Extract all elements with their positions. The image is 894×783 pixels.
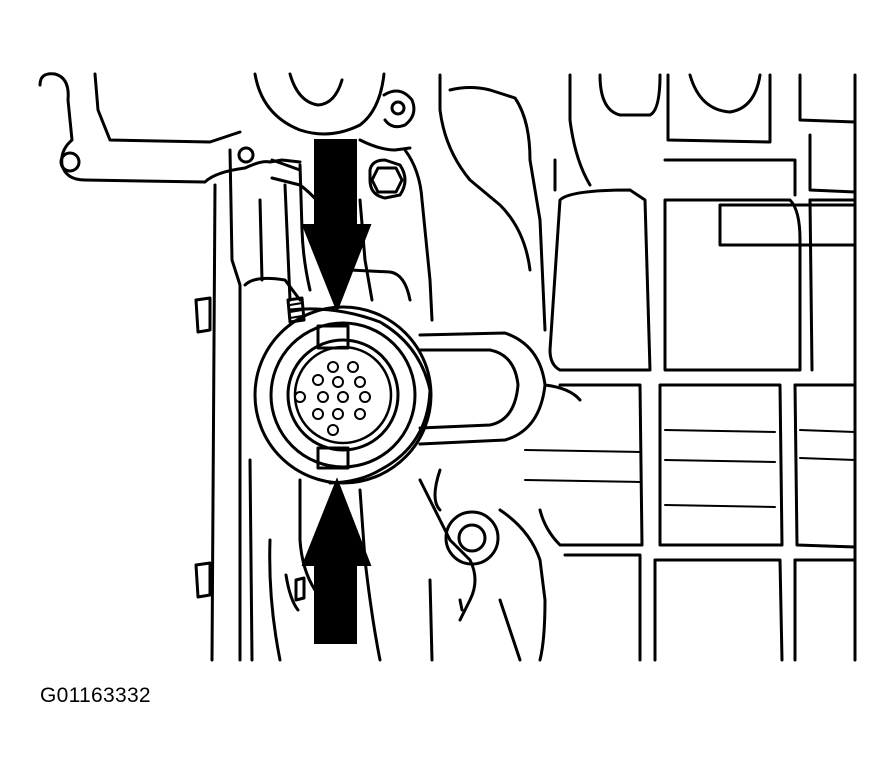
connector-pin (317, 391, 329, 403)
connector-pin (312, 374, 324, 386)
connector-pin (332, 376, 344, 388)
connector-face-outer (286, 338, 400, 452)
housing-upper-interior (270, 148, 434, 324)
bolt-boss (444, 510, 500, 566)
connector-pin (347, 361, 359, 373)
housing-flange (38, 72, 416, 184)
connector-lock-tab-top (316, 324, 350, 350)
arrow-down-icon (301, 139, 372, 313)
bolt-hole (390, 100, 406, 116)
connector-pin (354, 376, 366, 388)
bolt-hole (59, 151, 81, 173)
connector-pins (294, 361, 371, 436)
connector-pin (332, 408, 344, 420)
connector-lock-tab-bottom (316, 446, 350, 470)
connector-pin (337, 391, 349, 403)
bolt-hole (457, 523, 487, 553)
connector-pin (354, 408, 366, 420)
connector-pin (327, 424, 339, 436)
connector-pin (359, 391, 371, 403)
bolt-head (368, 158, 407, 200)
connector-mount-slot (418, 331, 582, 446)
housing-left-wall (194, 148, 312, 662)
arrow-up-icon (301, 477, 372, 644)
connector-pin (312, 408, 324, 420)
connector-pin (327, 361, 339, 373)
connector-body (253, 305, 433, 485)
connector-pin (294, 391, 306, 403)
figure-id-label: G01163332 (40, 684, 151, 707)
housing-right-panels (438, 73, 857, 662)
electrical-connector (253, 305, 433, 485)
bolt-hole (237, 146, 255, 164)
